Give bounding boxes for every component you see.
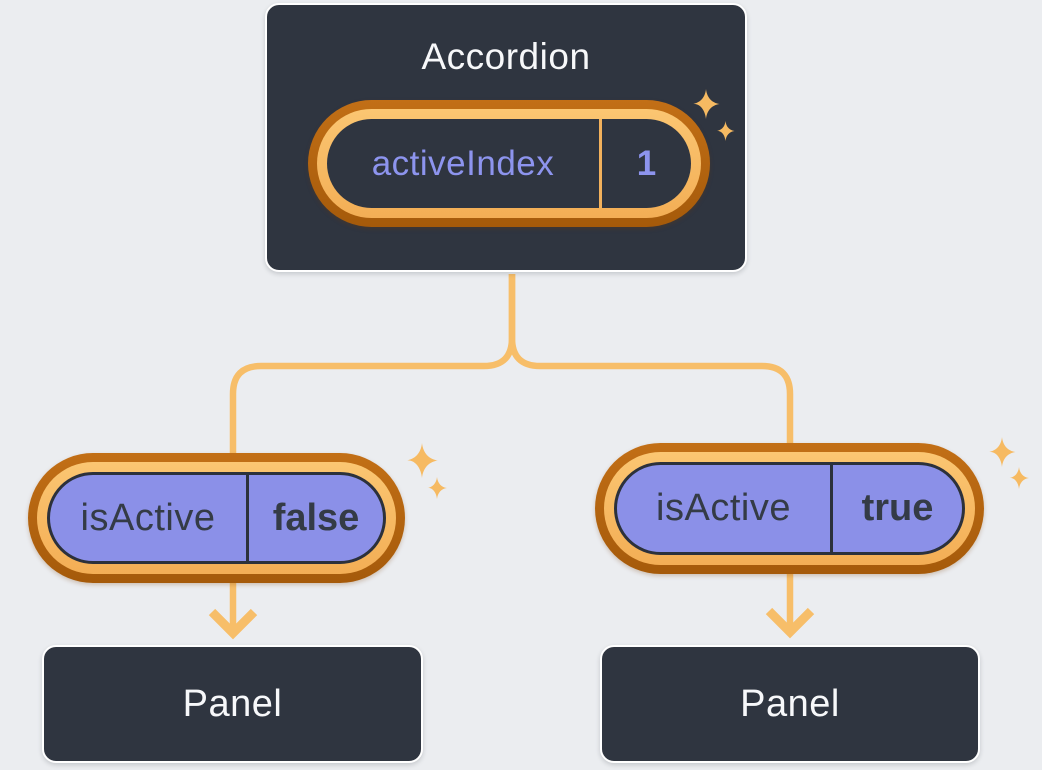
prop-pill-body: isActive false bbox=[47, 472, 386, 564]
state-pill-ring: activeIndex 1 bbox=[317, 109, 701, 218]
panel-title: Panel bbox=[182, 682, 283, 725]
prop-value-label: true bbox=[861, 487, 934, 529]
prop-pill-isactive-left: isActive false bbox=[28, 453, 405, 583]
panel-box-right: Panel bbox=[600, 645, 980, 763]
arrowhead-left-icon bbox=[208, 608, 258, 640]
prop-pill-isactive-right: isActive true bbox=[595, 443, 984, 574]
sparkle-icon bbox=[988, 437, 1016, 467]
pill-divider bbox=[830, 465, 833, 552]
state-value-cell: 1 bbox=[602, 119, 691, 208]
prop-name-cell: isActive bbox=[50, 475, 246, 561]
state-name-label: activeIndex bbox=[371, 143, 555, 183]
prop-value-cell: false bbox=[249, 475, 383, 561]
prop-pill-body: isActive true bbox=[614, 462, 965, 555]
sparkle-icon bbox=[1009, 467, 1029, 489]
state-value-label: 1 bbox=[636, 143, 657, 183]
connector-root-to-right bbox=[508, 274, 794, 629]
sparkle-icon bbox=[427, 477, 447, 499]
state-pill-activeindex: activeIndex 1 bbox=[308, 100, 710, 227]
sparkle-icon bbox=[406, 443, 438, 478]
state-name-cell: activeIndex bbox=[327, 119, 599, 208]
sparkle-icon bbox=[692, 89, 720, 119]
prop-name-cell: isActive bbox=[617, 465, 830, 552]
panel-box-left: Panel bbox=[42, 645, 423, 763]
pill-divider bbox=[599, 119, 602, 208]
prop-name-label: isActive bbox=[80, 496, 216, 539]
accordion-title: Accordion bbox=[421, 36, 591, 77]
panel-title: Panel bbox=[740, 682, 840, 725]
prop-value-cell: true bbox=[833, 465, 962, 552]
arrowhead-right-icon bbox=[765, 607, 815, 639]
prop-pill-ring: isActive true bbox=[604, 452, 975, 565]
state-pill-body: activeIndex 1 bbox=[327, 119, 691, 208]
pill-divider bbox=[246, 475, 249, 561]
prop-name-label: isActive bbox=[656, 487, 791, 529]
sparkle-icon bbox=[716, 121, 735, 141]
prop-pill-ring: isActive false bbox=[37, 462, 396, 574]
prop-value-label: false bbox=[272, 496, 360, 539]
